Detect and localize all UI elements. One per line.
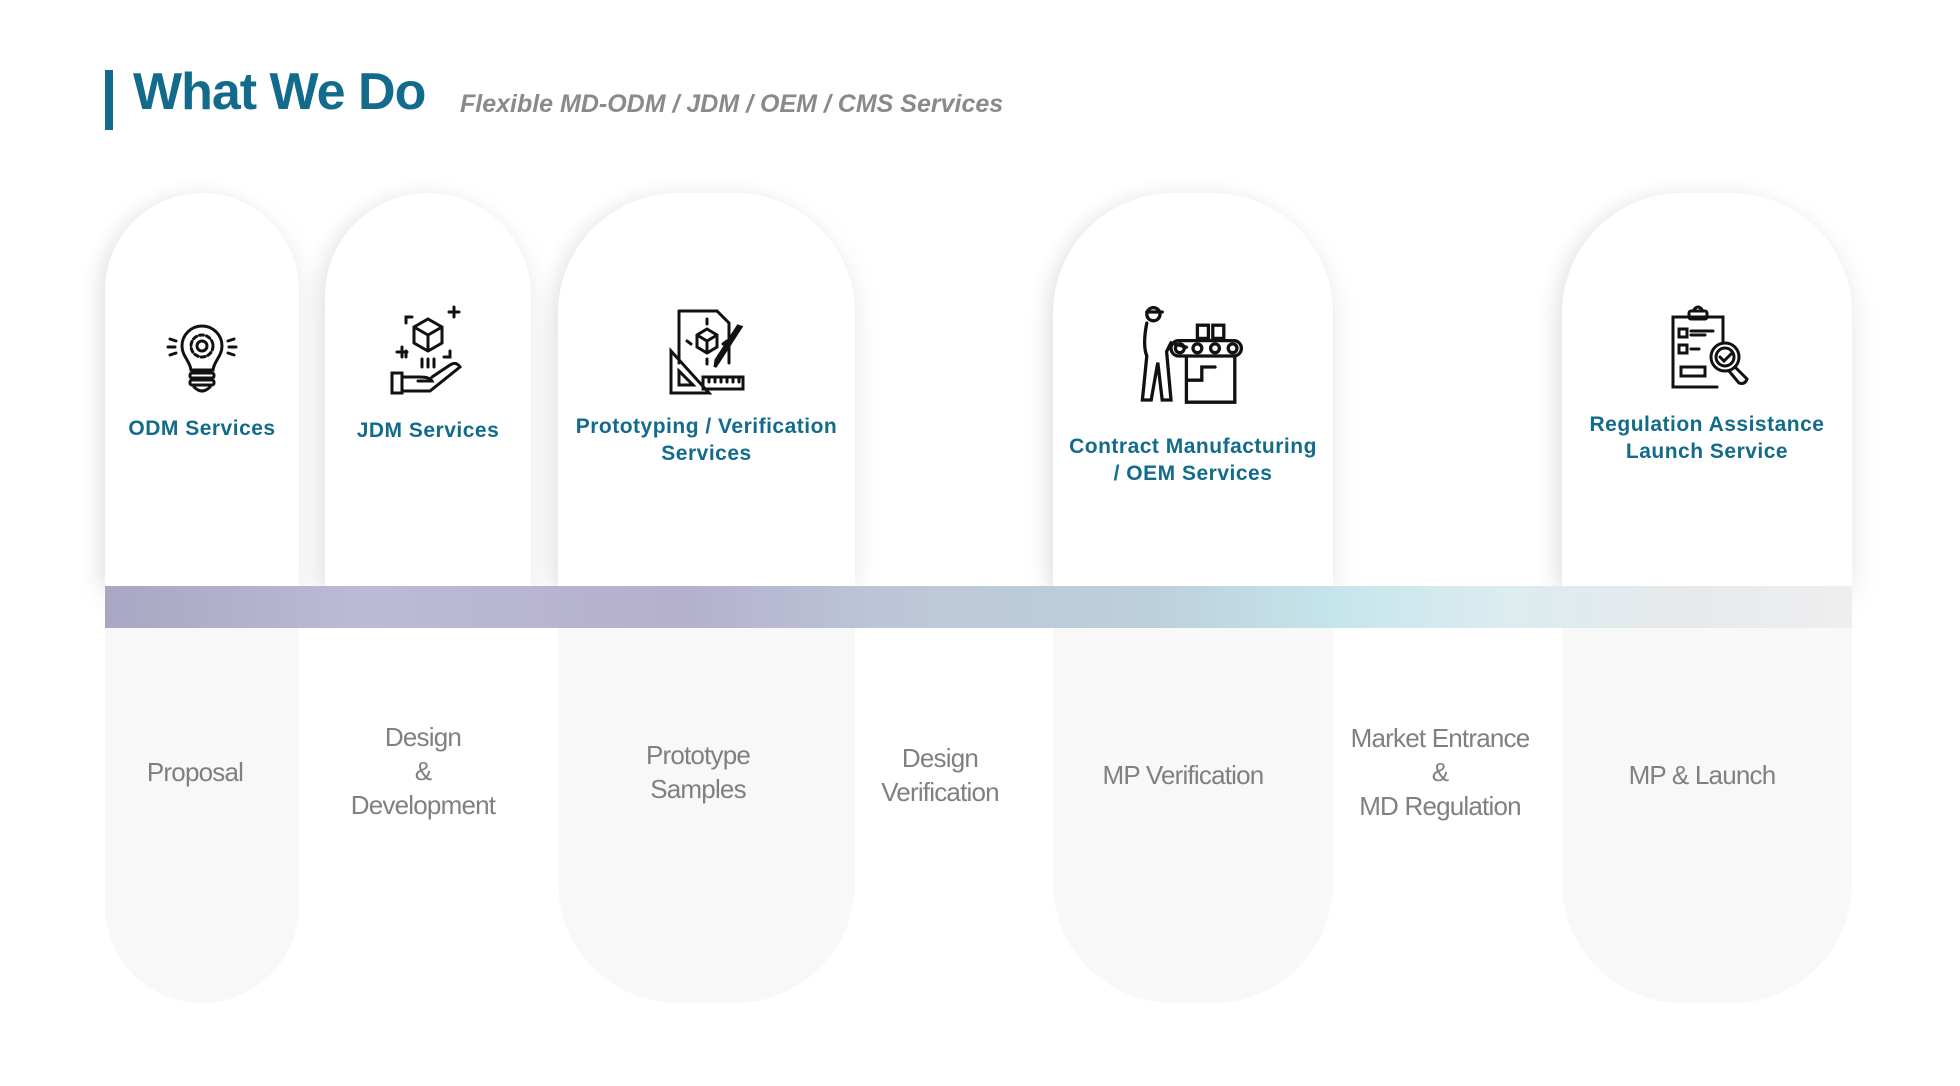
- stage-pill-prototype-samples: [558, 628, 855, 1003]
- title-accent-bar: [105, 70, 113, 130]
- factory-worker-conveyor-icon: [1140, 305, 1244, 404]
- clipboard-inspection-icon: [1671, 305, 1749, 389]
- stage-label-design-verification: Design Verification: [881, 743, 999, 807]
- stage-label-proposal: Proposal: [146, 757, 244, 787]
- stage-pill-design-development: [325, 628, 531, 1003]
- service-card-regulation: Regulation Assistance Launch Service: [1562, 193, 1852, 586]
- service-label: JDM Services: [356, 419, 500, 442]
- timeline-gradient-band: [105, 586, 1852, 628]
- service-label: ODM Services: [128, 417, 276, 440]
- page-title: What We Do: [133, 63, 426, 121]
- service-card-prototyping: Prototyping / Verification Services: [558, 193, 855, 586]
- service-card-contract-manufacturing: Contract Manufacturing / OEM Services: [1053, 193, 1333, 586]
- service-card-jdm: JDM Services: [325, 193, 531, 586]
- hand-cube-icon: [390, 305, 463, 395]
- stage-pill-proposal: [105, 628, 299, 1003]
- stage-pill-mp-verification: [1053, 628, 1333, 1003]
- stage-label-design-development: Design & Development: [350, 722, 496, 820]
- blueprint-tools-icon: [669, 309, 744, 395]
- stage-label-market-entrance: Market Entrance & MD Regulation: [1350, 723, 1531, 821]
- page-subtitle: Flexible MD-ODM / JDM / OEM / CMS Servic…: [460, 90, 1004, 118]
- service-label: Contract Manufacturing / OEM Services: [1069, 435, 1317, 485]
- service-card-odm: ODM Services: [105, 193, 299, 586]
- service-label: Prototyping / Verification Services: [575, 415, 838, 465]
- stage-label-mp-launch: MP & Launch: [1628, 760, 1777, 790]
- stage-pill-mp-launch: [1562, 628, 1852, 1003]
- stage-label-mp-verification: MP Verification: [1102, 760, 1265, 790]
- lightbulb-gear-icon: [166, 324, 238, 393]
- service-label: Regulation Assistance Launch Service: [1589, 413, 1825, 463]
- stage-label-prototype-samples: Prototype Samples: [645, 740, 751, 804]
